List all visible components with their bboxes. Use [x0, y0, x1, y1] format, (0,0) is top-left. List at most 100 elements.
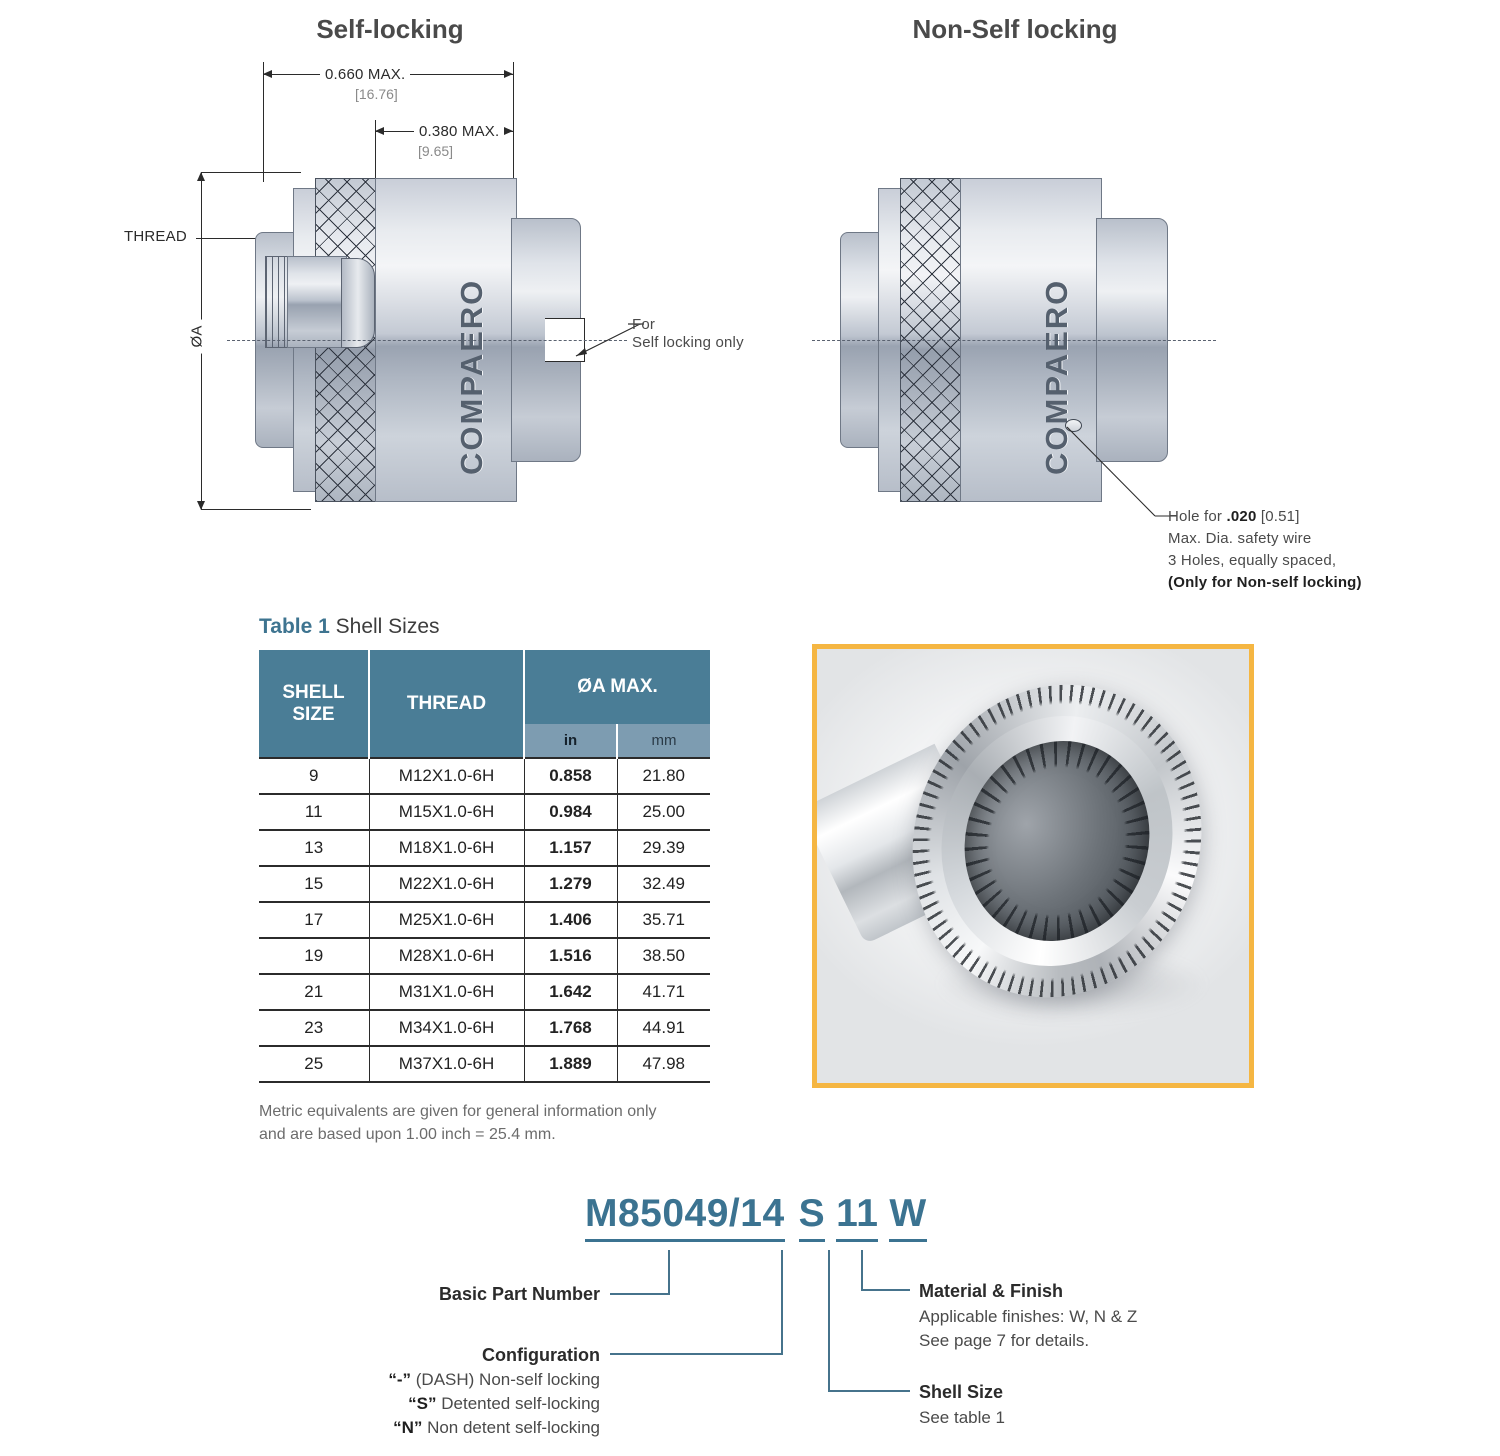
diameter-mm-cell: 38.50 — [617, 938, 710, 975]
safety-wire-callout-line4: (Only for Non-self locking) — [1168, 574, 1362, 591]
table-note-line2: and are based upon 1.00 inch = 25.4 mm. — [259, 1126, 556, 1144]
configuration-option-0-desc: (DASH) Non-self locking — [411, 1370, 600, 1389]
leader-shell-size-vertical — [828, 1250, 830, 1391]
diameter-mm-cell: 25.00 — [617, 794, 710, 831]
thread-cell: M28X1.0-6H — [369, 938, 525, 975]
diameter-in-cell: 1.516 — [524, 938, 618, 975]
leader-configuration-horizontal — [610, 1353, 783, 1355]
drawing-non-self-locking: COMPAERO — [812, 170, 1216, 510]
thread-cell: M31X1.0-6H — [369, 974, 525, 1011]
view-title-non-self-locking: Non-Self locking — [912, 14, 1118, 44]
diameter-in-cell: 0.858 — [524, 757, 618, 795]
table-header-row-main: SHELL SIZE THREAD ØA MAX. — [259, 650, 710, 758]
shell-size-cell: 23 — [259, 1010, 370, 1047]
diameter-in-cell: 1.768 — [524, 1010, 618, 1047]
part-number-configuration: S — [798, 1192, 826, 1242]
shell-size-cell: 15 — [259, 866, 370, 903]
table-note-line1: Metric equivalents are given for general… — [259, 1103, 657, 1120]
table-caption-text: Shell Sizes — [329, 615, 440, 638]
configuration-option-1-code: “S” — [408, 1394, 437, 1414]
diameter-mm-cell: 47.98 — [617, 1046, 710, 1083]
shell-size-note: See table 1 — [919, 1408, 1006, 1427]
thread-leader-horizontal — [196, 238, 266, 239]
shell-size-cell: 11 — [259, 794, 370, 831]
diameter-mm-cell: 29.39 — [617, 830, 710, 867]
dim-metric-660: [16.76] — [355, 86, 398, 102]
diameter-in-cell: 1.279 — [524, 866, 618, 903]
dim-ext-line-right-660 — [513, 62, 514, 182]
safety-wire-callout-leader — [1066, 426, 1177, 517]
diameter-in-cell: 0.984 — [524, 794, 618, 831]
configuration-option-1: “S” Detented self-locking — [250, 1392, 600, 1416]
header-unit-mm: mm — [617, 724, 710, 758]
thread-cell: M15X1.0-6H — [369, 794, 525, 831]
diameter-in-cell: 1.406 — [524, 902, 618, 939]
shell-size-cell: 9 — [259, 757, 370, 795]
self-locking-callout-leader — [575, 323, 644, 357]
header-unit-in: in — [524, 724, 618, 758]
dim-metric-380: [9.65] — [418, 143, 454, 159]
diameter-mm-cell: 41.71 — [617, 974, 710, 1011]
detent-feature — [341, 258, 375, 348]
dim-arrow-right-380 — [504, 127, 513, 135]
diameter-in-cell: 1.157 — [524, 830, 618, 867]
shell-size-cell: 21 — [259, 974, 370, 1011]
part-number-base: M85049/14 — [585, 1192, 785, 1242]
shell-size-cell: 17 — [259, 902, 370, 939]
product-photo — [817, 649, 1249, 1083]
part-number-material-finish: W — [889, 1192, 927, 1242]
leader-material-finish-horizontal — [861, 1289, 910, 1291]
centerline-right-view — [812, 340, 1216, 341]
safety-wire-callout-line1: Hole for .020 [0.51] — [1168, 508, 1300, 525]
dim-value-660: 0.660 MAX. — [320, 66, 411, 83]
header-diameter-max: ØA MAX. — [524, 650, 710, 724]
table-header-row-units: in mm — [259, 724, 710, 758]
header-shell-size: SHELL SIZE — [259, 650, 370, 758]
table-caption: Table 1 Shell Sizes — [259, 615, 440, 639]
material-finish-note-2: See page 7 for details. — [919, 1331, 1090, 1350]
label-material-finish: Material & Finish — [919, 1281, 1064, 1301]
configuration-option-0-code: “-” — [388, 1370, 412, 1389]
diameter-mm-cell: 44.91 — [617, 1010, 710, 1047]
table-head: SHELL SIZE THREAD ØA MAX. in mm — [259, 650, 710, 758]
shell-size-cell: 19 — [259, 938, 370, 975]
brand-text: COMPAERO — [454, 278, 489, 475]
diameter-mm-cell: 35.71 — [617, 902, 710, 939]
dim-ext-top-diameter — [201, 172, 301, 173]
leader-basic-part-number-vertical — [668, 1250, 670, 1294]
dim-label-diameter: ØA — [185, 319, 209, 354]
diameter-mm-cell: 32.49 — [617, 866, 710, 903]
diameter-mm-cell: 21.80 — [617, 757, 710, 795]
self-locking-callout-line2: Self locking only — [632, 334, 744, 351]
safety-wire-callout-line2: Max. Dia. safety wire — [1168, 530, 1312, 547]
thread-shank — [287, 256, 347, 348]
safety-wire-callout-line3: 3 Holes, equally spaced, — [1168, 552, 1337, 569]
configuration-options-list: “-” (DASH) Non-self locking “S” Detented… — [250, 1368, 600, 1440]
leader-shell-size-horizontal — [828, 1390, 910, 1392]
dim-ext-bottom-diameter — [201, 509, 311, 510]
diameter-in-cell: 1.642 — [524, 974, 618, 1011]
thread-label: THREAD — [124, 228, 187, 245]
thread-cell: M25X1.0-6H — [369, 902, 525, 939]
shell-size-cell: 13 — [259, 830, 370, 867]
material-finish-note-1: Applicable finishes: W, N & Z — [919, 1307, 1138, 1326]
dim-arrow-left-660 — [263, 70, 272, 78]
header-thread: THREAD — [369, 650, 525, 758]
dim-arrow-left-380 — [375, 127, 384, 135]
drawing-self-locking: COMPAERO — [227, 170, 627, 510]
diameter-in-cell: 1.889 — [524, 1046, 618, 1083]
safety-wire-suffix: [0.51] — [1256, 508, 1300, 525]
view-title-self-locking: Self-locking — [316, 14, 464, 44]
leader-material-finish-vertical — [861, 1250, 863, 1290]
table-note: Metric equivalents are given for general… — [259, 1100, 729, 1146]
